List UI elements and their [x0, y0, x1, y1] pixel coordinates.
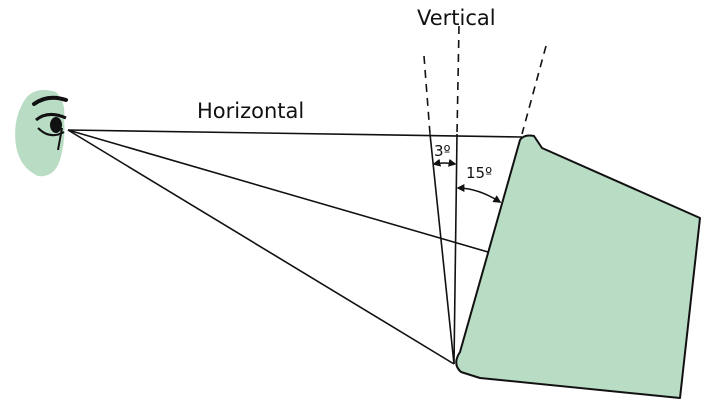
three-degree-solid-line — [429, 133, 455, 365]
sight-line-to-screen-middle — [67, 129, 489, 253]
vertical-label: Vertical — [417, 6, 496, 30]
head-silhouette — [15, 90, 65, 177]
eyebrow — [32, 95, 68, 106]
upper-eyelid — [35, 113, 67, 122]
horizontal-sight-line — [67, 129, 523, 138]
fifteen-degree-label: 15º — [466, 164, 493, 182]
sight-line-to-screen-bottom — [67, 129, 455, 365]
fifteen-degree-dashed-line — [521, 45, 547, 135]
vertical-solid-line — [453, 133, 458, 365]
pupil — [50, 117, 62, 133]
eye-corner — [57, 127, 63, 151]
vertical-dashed-line — [456, 25, 460, 135]
three-degree-dashed-line — [423, 55, 431, 135]
angle-arrows — [432, 158, 502, 203]
monitor-screen — [455, 134, 701, 399]
reference-lines — [423, 25, 547, 365]
horizontal-label: Horizontal — [197, 99, 305, 123]
three-degree-label: 3º — [434, 142, 451, 160]
three-degree-arrow — [432, 158, 457, 167]
fifteen-degree-arrow — [456, 184, 502, 203]
sight-lines — [67, 129, 523, 365]
eye-icon — [15, 90, 68, 177]
monitor-body — [455, 134, 701, 399]
